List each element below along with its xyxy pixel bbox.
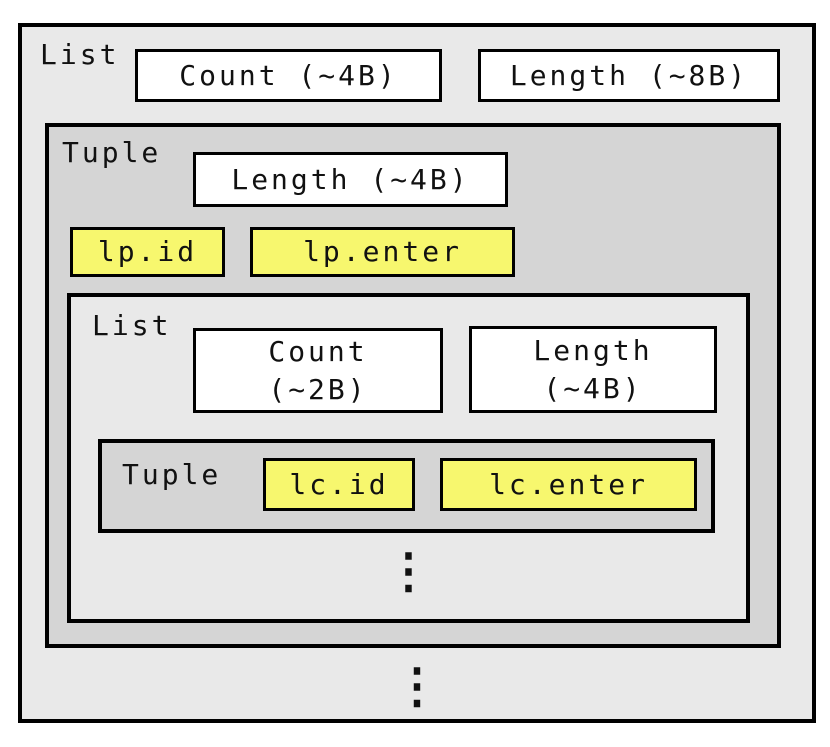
lc-id-field: lc.id [263,458,415,511]
inner-length-line2: (~4B) [543,371,643,405]
lp-enter-field: lp.enter [250,227,515,277]
tuple-box: Tuple Length (~4B) lp.id lp.enter List C… [45,123,781,648]
inner-list-vertical-ellipsis-icon: ⋮ [384,543,433,599]
inner-count-line2: (~2B) [268,372,368,406]
tuple-length-field: Length (~4B) [193,152,508,207]
outer-length-field: Length (~8B) [478,49,780,102]
inner-count-field: Count (~2B) [193,328,443,413]
inner-count-line1: Count [268,334,368,368]
outer-count-field: Count (~4B) [135,49,442,102]
inner-tuple-label: Tuple [122,458,222,491]
inner-length-field: Length (~4B) [469,326,717,413]
inner-tuple-box: Tuple lc.id lc.enter [98,439,715,533]
inner-length-line1: Length [533,333,653,367]
lc-enter-field: lc.enter [440,458,697,511]
inner-list-label: List [92,309,172,342]
outer-list-vertical-ellipsis-icon: ⋮ [393,658,441,714]
outer-list-label: List [40,38,120,71]
lp-id-field: lp.id [70,227,225,277]
outer-list-box: List Count (~4B) Length (~8B) Tuple Leng… [18,23,816,723]
inner-list-box: List Count (~2B) Length (~4B) Tuple lc.i… [67,293,750,623]
tuple-label: Tuple [62,136,162,169]
